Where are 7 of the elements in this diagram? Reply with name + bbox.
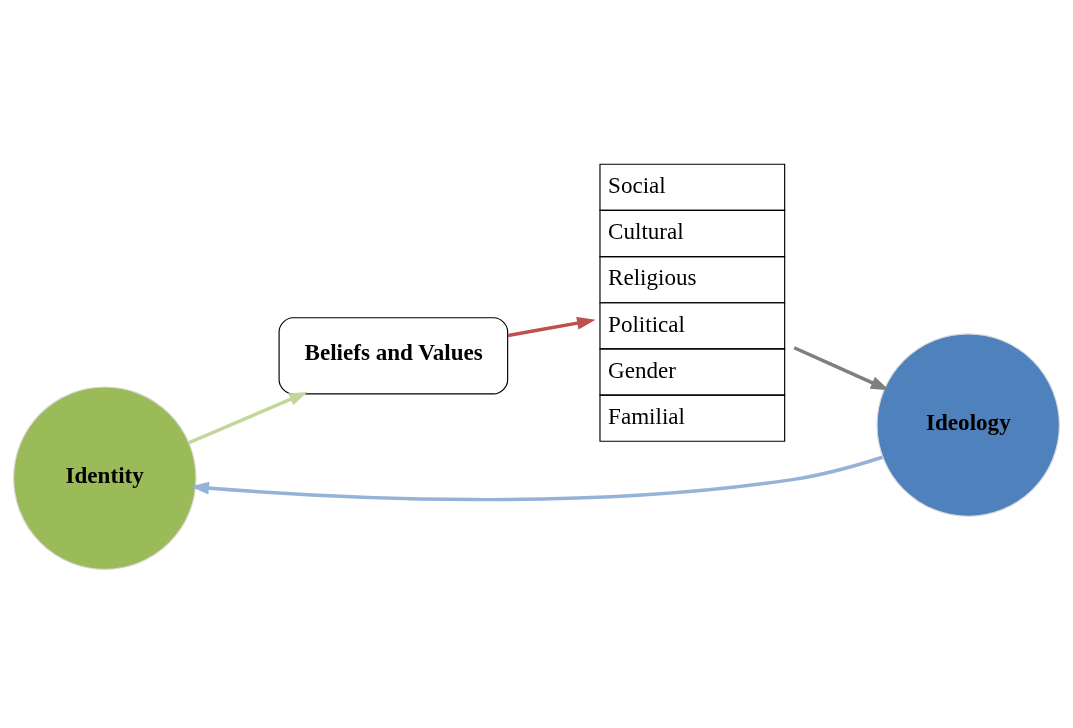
node-circle: Identity bbox=[13, 385, 197, 570]
arrow bbox=[190, 455, 883, 501]
node-box: Beliefs and Values bbox=[278, 316, 509, 394]
node-circle: Ideology bbox=[876, 332, 1060, 517]
arrow bbox=[507, 316, 596, 337]
arrow bbox=[793, 345, 890, 390]
arrow bbox=[188, 391, 308, 444]
